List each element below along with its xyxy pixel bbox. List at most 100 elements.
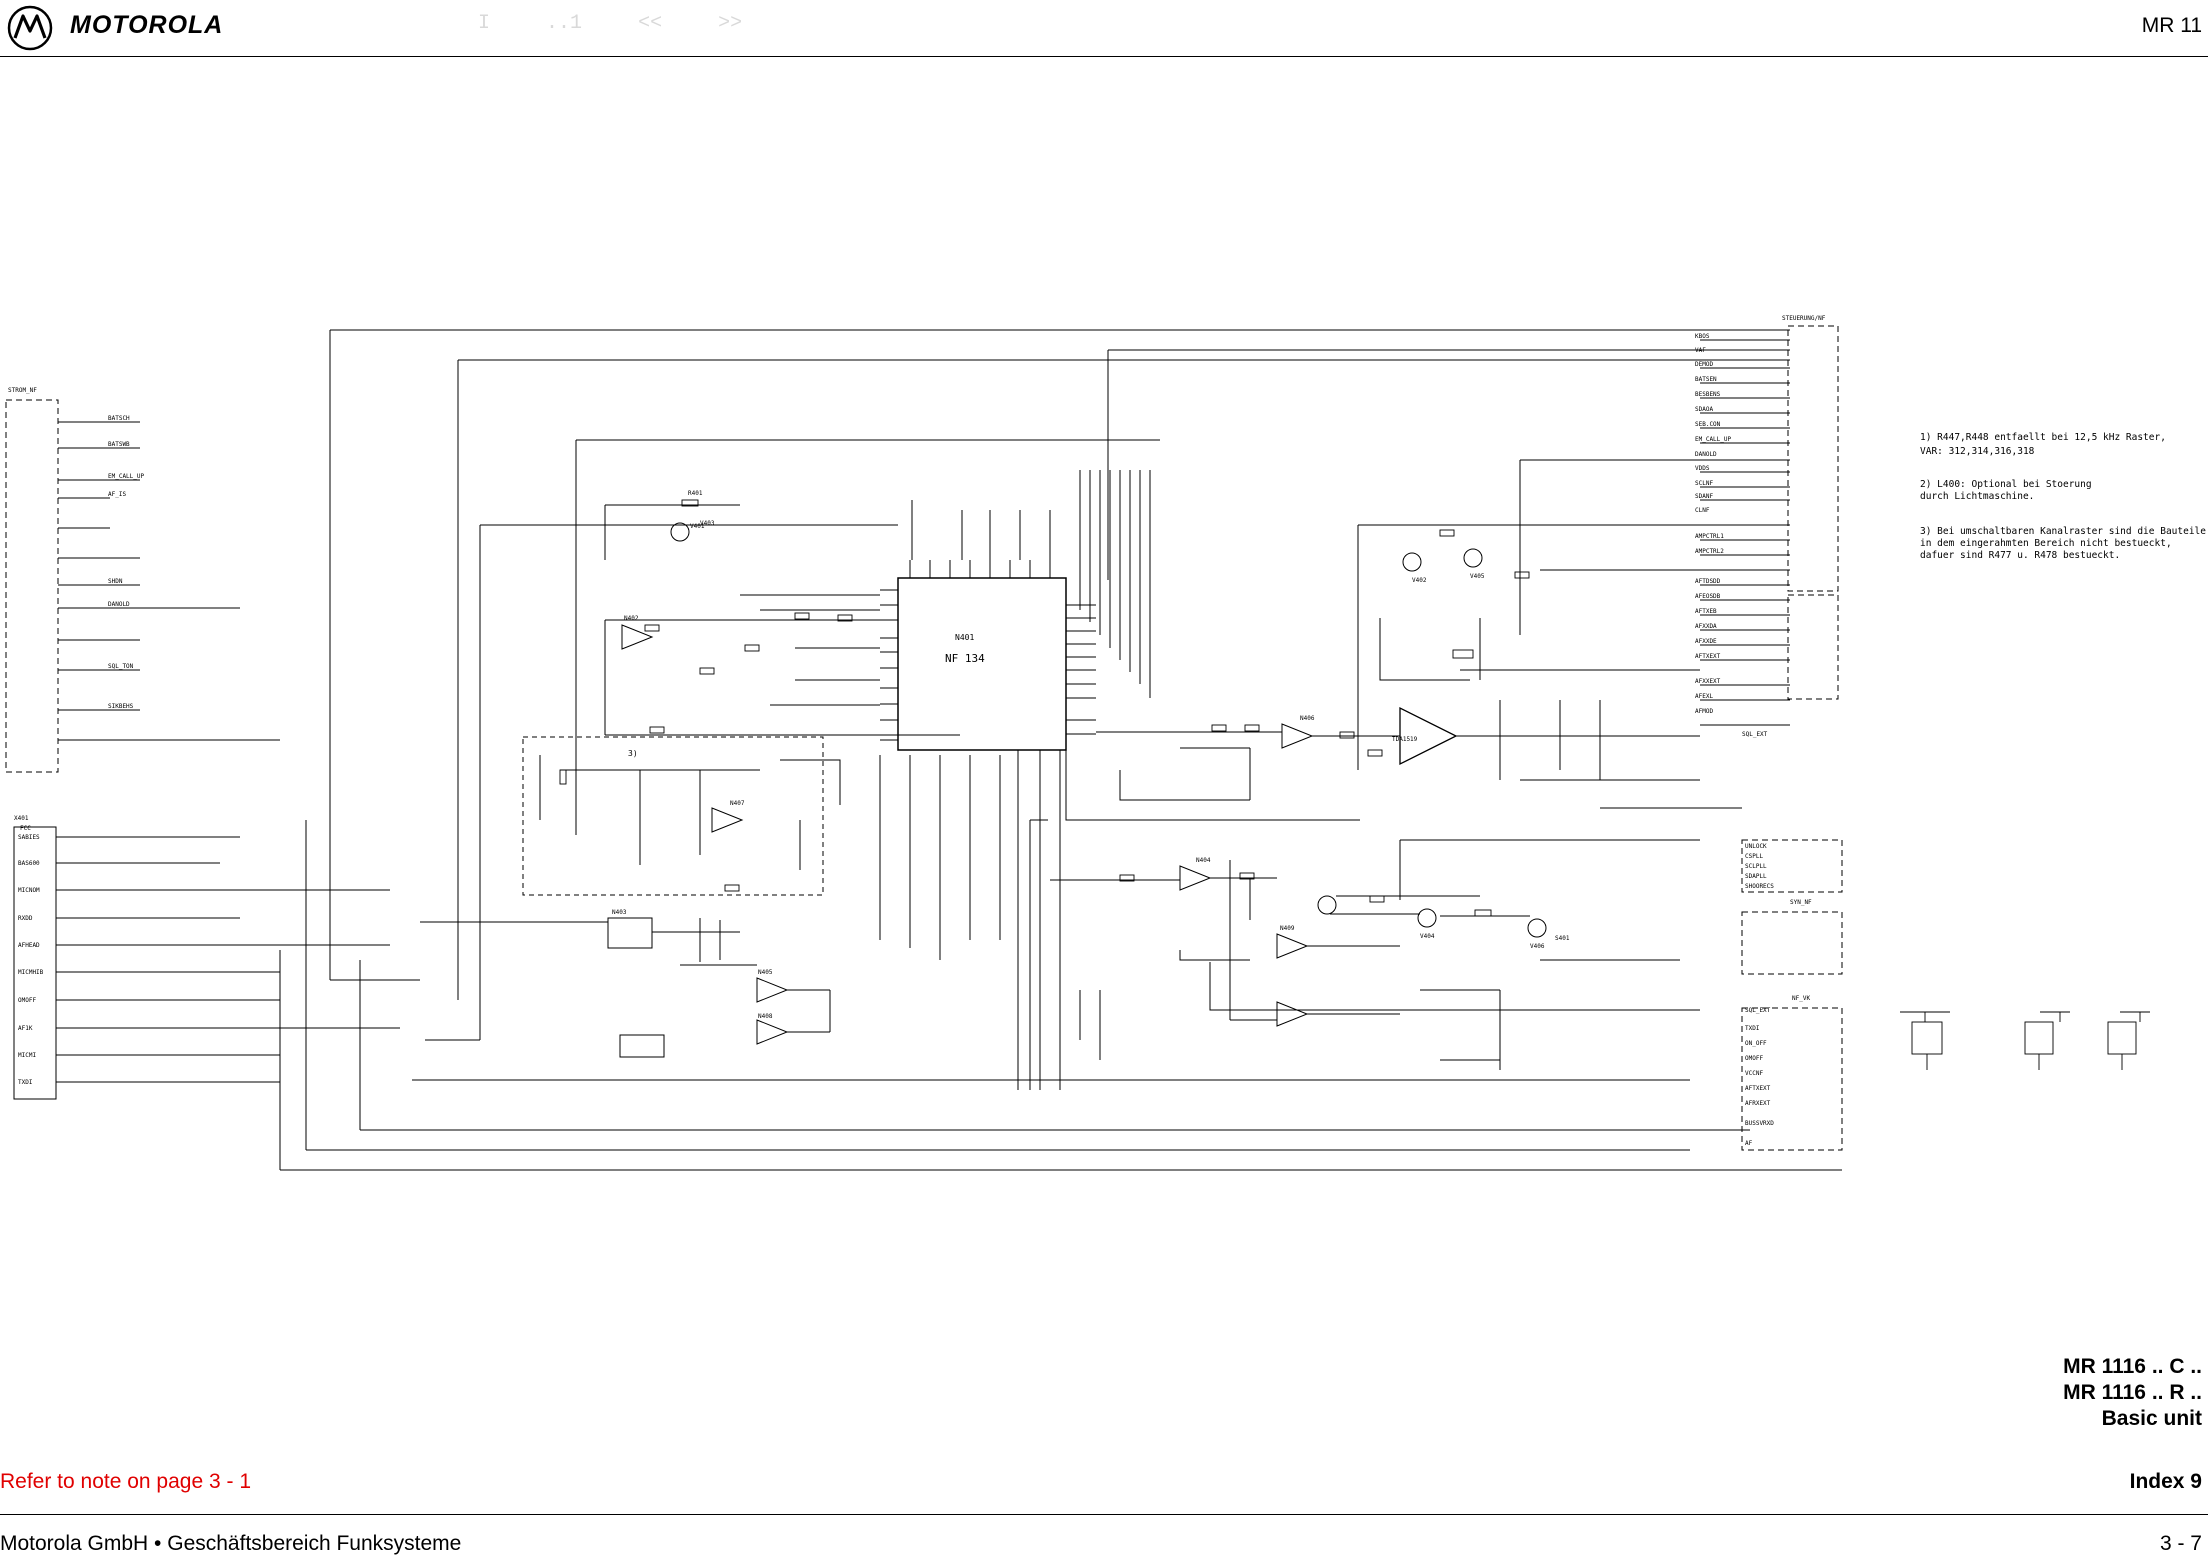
signal-label: DANOLD bbox=[1695, 451, 1717, 458]
x401-pin: OMOFF bbox=[18, 997, 36, 1004]
signal-label: CSPLL bbox=[1745, 853, 1763, 860]
component-label: N406 bbox=[1300, 715, 1315, 722]
opamp-n406 bbox=[1281, 723, 1314, 749]
footer-company: Motorola GmbH • Geschäftsbereich Funksys… bbox=[0, 1532, 462, 1555]
component-label: N403 bbox=[612, 909, 627, 916]
signal-label: AF_IS bbox=[108, 491, 126, 498]
strom-nf-connector bbox=[5, 399, 59, 773]
page-navigation: I ..1 << >> bbox=[478, 12, 786, 35]
signal-label: SDANF bbox=[1695, 493, 1713, 500]
nav-first-button[interactable]: I bbox=[478, 12, 491, 35]
opamp-n407 bbox=[711, 807, 744, 833]
nav-prev-button[interactable]: << bbox=[638, 12, 663, 35]
page-header: MOTOROLA I ..1 << >> MR 11 bbox=[0, 0, 2208, 56]
component-label: N404 bbox=[1196, 857, 1211, 864]
component-label: V405 bbox=[1470, 573, 1485, 580]
component-label: V403 bbox=[700, 520, 715, 527]
transistor-v404 bbox=[1417, 908, 1437, 928]
page-number: 3 - 7 bbox=[2159, 1532, 2202, 1555]
note-1-line-2: VAR: 312,314,316,318 bbox=[1920, 446, 2035, 457]
opamp-n409 bbox=[1276, 933, 1309, 959]
component-label: V401 bbox=[690, 523, 705, 530]
opamp-n404 bbox=[1179, 865, 1212, 891]
signal-label: BATSCH bbox=[108, 415, 130, 422]
fcc-label: FCC bbox=[20, 825, 31, 832]
component-label: V402 bbox=[1412, 577, 1427, 584]
strom-nf-label: STROM_NF bbox=[8, 387, 37, 394]
note-2-line-2: durch Lichtmaschine. bbox=[1920, 491, 2034, 502]
signal-label: TXDI bbox=[1745, 1025, 1760, 1032]
transistor-v403b bbox=[1317, 895, 1337, 915]
signal-label: ON_OFF bbox=[1745, 1040, 1767, 1047]
circuit-schematic: STROM_NF X401 FCC STEUERUNG/NF SYN_NF NF… bbox=[5, 315, 2206, 1171]
regulator-v403 bbox=[619, 1034, 665, 1058]
signal-label: AFTXEXT bbox=[1695, 653, 1721, 660]
component-label: N409 bbox=[1280, 925, 1295, 932]
component-label: N408 bbox=[758, 1013, 773, 1020]
signal-label: AFTXEB bbox=[1695, 608, 1717, 615]
x401-pin: MICNOM bbox=[18, 887, 40, 894]
x401-pin: RXDD bbox=[18, 915, 33, 922]
component-label: N402 bbox=[624, 615, 639, 622]
opamp-n405 bbox=[756, 977, 789, 1003]
signal-label: CLNF bbox=[1695, 507, 1710, 514]
component-label: N405 bbox=[758, 969, 773, 976]
title-line-3: Basic unit bbox=[2101, 1407, 2202, 1430]
signal-label: SHDN bbox=[108, 578, 123, 585]
nav-next-button[interactable]: >> bbox=[718, 12, 743, 35]
note-2-line-1: 2) L400: Optional bei Stoerung bbox=[1920, 479, 2092, 490]
opamp-n402 bbox=[621, 624, 654, 650]
document-id: MR 11 bbox=[2141, 14, 2202, 37]
signal-label: AFEOSDB bbox=[1695, 593, 1721, 600]
transistor-v406 bbox=[1527, 918, 1547, 938]
signal-label: VAF bbox=[1695, 347, 1706, 354]
signal-label: AFRXEXT bbox=[1745, 1100, 1771, 1107]
signal-label: AFMOD bbox=[1695, 708, 1713, 715]
note-3-line-3: dafuer sind R477 u. R478 bestueckt. bbox=[1920, 550, 2120, 561]
component-label: V404 bbox=[1420, 933, 1435, 940]
title-line-1: MR 1116 .. C .. bbox=[2063, 1355, 2202, 1378]
component-label: N407 bbox=[730, 800, 745, 807]
title-line-2: MR 1116 .. R .. bbox=[2063, 1381, 2202, 1404]
signal-label: KBOS bbox=[1695, 333, 1710, 340]
signal-label: VCCNF bbox=[1745, 1070, 1763, 1077]
ic-supply-details bbox=[1900, 1011, 2150, 1070]
signal-label: DEMOD bbox=[1695, 361, 1713, 368]
x401-label: X401 bbox=[14, 815, 29, 822]
x401-pin: AFHEAD bbox=[18, 942, 40, 949]
signal-label: SDAOA bbox=[1695, 406, 1713, 413]
signal-label: AFXXEXT bbox=[1695, 678, 1721, 685]
signal-label: SEB.CON bbox=[1695, 421, 1721, 428]
signal-label: SCLNF bbox=[1695, 480, 1713, 487]
header-rule bbox=[0, 56, 2208, 57]
signal-label: BATSEN bbox=[1695, 376, 1717, 383]
syn-nf-connector bbox=[1741, 839, 1843, 893]
brand-name: MOTOROLA bbox=[70, 11, 224, 39]
note-3-line-2: in dem eingerahmten Bereich nicht bestue… bbox=[1920, 538, 2172, 549]
component-label: R401 bbox=[688, 490, 703, 497]
x401-pin: SABIES bbox=[18, 834, 40, 841]
signal-label: AFEXL bbox=[1695, 693, 1713, 700]
optional-region-box bbox=[522, 736, 824, 896]
signal-label: AFXXDA bbox=[1695, 623, 1717, 630]
nav-prev-page-button[interactable]: ..1 bbox=[546, 12, 583, 35]
signal-label: SQL_EXT bbox=[1742, 731, 1768, 738]
component-label: S401 bbox=[1555, 935, 1570, 942]
regulator-n403 bbox=[607, 917, 653, 949]
opamp-n402b bbox=[1276, 1001, 1309, 1027]
signal-label: AFXXDE bbox=[1695, 638, 1717, 645]
signal-label: UNLOCK bbox=[1745, 843, 1767, 850]
signal-label: SDAPLL bbox=[1745, 873, 1767, 880]
signal-label: AFTXEXT bbox=[1745, 1085, 1771, 1092]
transistor-v401 bbox=[670, 522, 690, 542]
signal-label: OMOFF bbox=[1745, 1055, 1763, 1062]
signal-label: SIKBEHS bbox=[108, 703, 134, 710]
region-note-marker: 3) bbox=[628, 749, 638, 758]
signal-label: SHOORECS bbox=[1745, 883, 1774, 890]
x401-pin: MICMHIB bbox=[18, 969, 44, 976]
syn-nf-label: SYN_NF bbox=[1790, 899, 1812, 906]
signal-label: SCLPLL bbox=[1745, 863, 1767, 870]
main-ic-n401 bbox=[897, 577, 1067, 751]
reference-note-link[interactable]: Refer to note on page 3 - 1 bbox=[0, 1470, 252, 1493]
nf-vk-label: NF_VK bbox=[1792, 995, 1810, 1002]
